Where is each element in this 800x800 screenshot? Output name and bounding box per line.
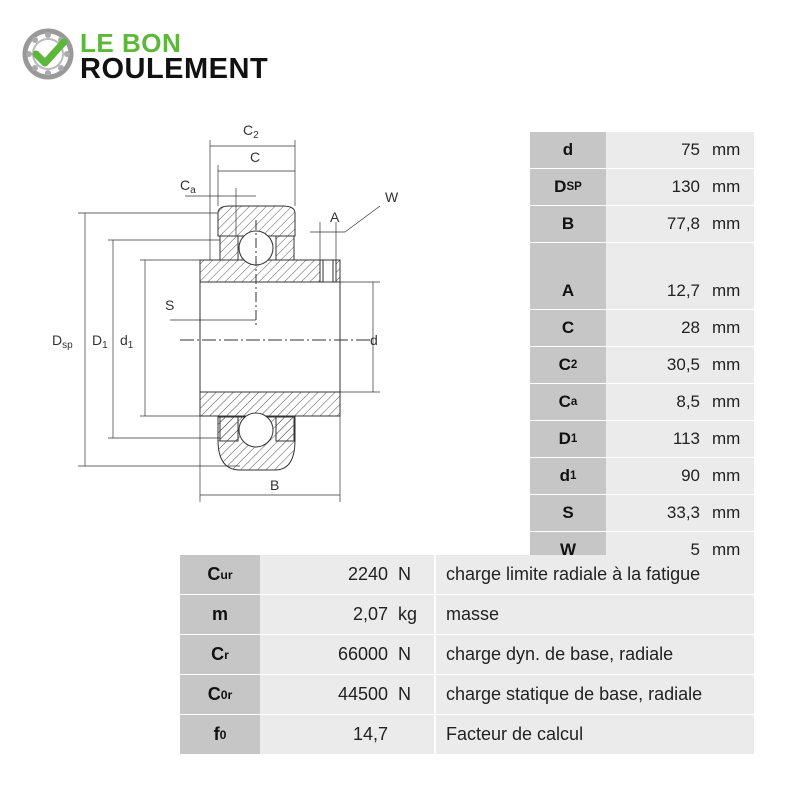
label-C: C [250, 149, 260, 165]
label-Ca: Ca [180, 177, 196, 196]
prop-symbol: m [180, 595, 260, 634]
dim-symbol: d [530, 132, 606, 168]
dim-gap-row [530, 243, 754, 273]
dim-symbol: S [530, 495, 606, 531]
dim-symbol: B [530, 206, 606, 242]
prop-description: charge limite radiale à la fatigue [434, 555, 754, 594]
dim-symbol: C [530, 310, 606, 346]
label-Dsp: Dsp [52, 332, 73, 351]
label-d: d [370, 332, 378, 348]
label-S: S [165, 297, 174, 313]
dim-symbol: A [530, 273, 606, 309]
logo-line2: ROULEMENT [80, 53, 269, 85]
bearing-check-icon [22, 28, 74, 80]
bearing-cross-section-drawing: C2 C Ca W A Dsp D1 d1 S d B [52, 122, 399, 502]
prop-description: Facteur de calcul [434, 715, 754, 754]
label-C2: C2 [243, 122, 259, 141]
prop-description: charge statique de base, radiale [434, 675, 754, 714]
prop-value: 14,7 [260, 715, 434, 754]
label-d1: d1 [120, 332, 134, 351]
label-D1: D1 [92, 332, 108, 351]
brand-logo: LE BON ROULEMENT [22, 24, 302, 88]
label-W: W [385, 189, 399, 205]
prop-description: charge dyn. de base, radiale [434, 635, 754, 674]
prop-description: masse [434, 595, 754, 634]
label-A: A [330, 209, 340, 225]
label-B: B [270, 477, 279, 493]
logo-line1: LE BON [80, 28, 182, 58]
